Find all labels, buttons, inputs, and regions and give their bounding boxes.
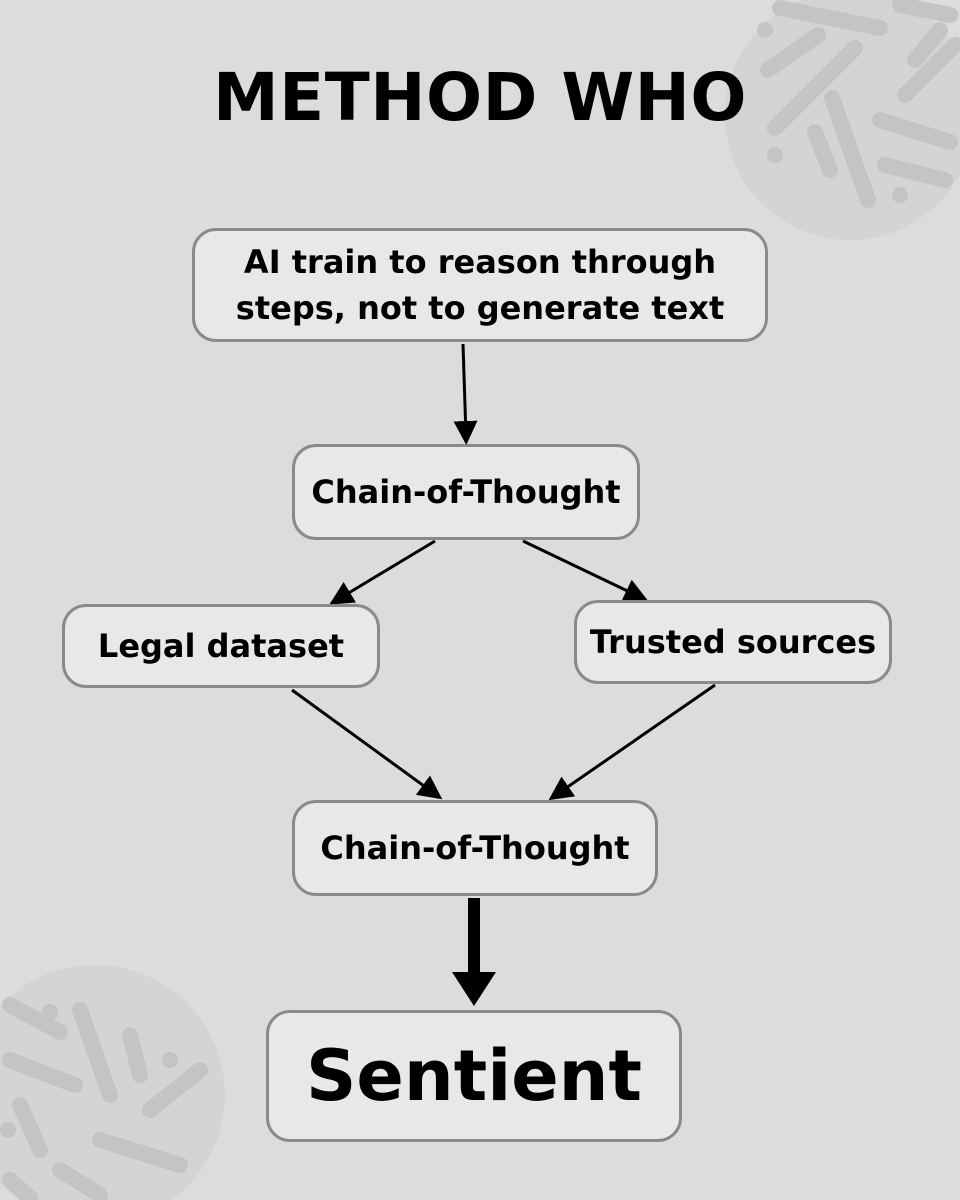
decor-top-right [725, 0, 960, 240]
arrow-top-to-cot1 [453, 343, 478, 445]
arrow-trusted-to-cot2 [548, 683, 716, 801]
node-legal-dataset-label: Legal dataset [97, 627, 345, 665]
node-chain-of-thought-2-label: Chain-of-Thought [320, 829, 630, 867]
node-ai-train: AI train to reason through steps, not to… [192, 228, 768, 342]
node-ai-train-line-2: steps, not to generate text [235, 289, 725, 327]
node-sentient: Sentient [266, 1010, 682, 1142]
arrow-cot1-to-trusted [522, 539, 649, 602]
arrow-cot1-to-legal [329, 539, 436, 605]
node-trusted-sources-label: Trusted sources [589, 623, 877, 661]
decor-bottom-left [0, 965, 225, 1200]
node-chain-of-thought-2: Chain-of-Thought [292, 800, 658, 896]
node-chain-of-thought-1: Chain-of-Thought [292, 444, 640, 540]
node-ai-train-line-1: AI train to reason through [243, 243, 717, 281]
node-chain-of-thought-1-label: Chain-of-Thought [311, 473, 621, 511]
page-title: METHOD WHO [212, 59, 748, 136]
node-trusted-sources: Trusted sources [574, 600, 892, 684]
arrow-cot2-to-sentient [452, 898, 496, 1006]
node-sentient-label: Sentient [306, 1035, 642, 1117]
node-legal-dataset: Legal dataset [62, 604, 380, 688]
arrow-legal-to-cot2 [291, 688, 443, 800]
